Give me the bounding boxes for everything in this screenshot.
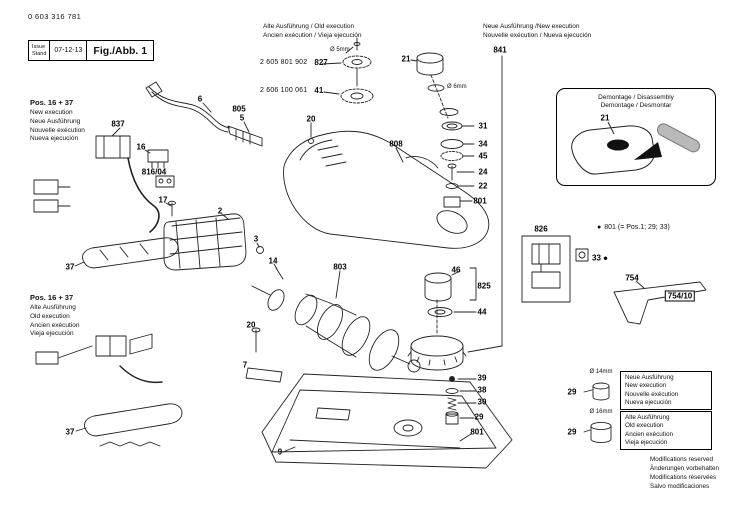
order-pos-callout: 827 [314, 58, 328, 67]
note-line: Alte Ausführung [30, 304, 76, 312]
note-line: Ancien exécution / Vieja ejecución [263, 31, 362, 39]
bullet-icon: ● [597, 224, 602, 231]
document-part-number: 0 603 316 781 [28, 12, 82, 21]
disassembly-box: Demontage / Disassembly Demontage / Desm… [556, 88, 716, 186]
order-number: 2 606 100 061 [260, 87, 308, 94]
footer-line: Modifications reserved [650, 456, 713, 463]
note-line: Nouvelle exécution [30, 126, 85, 134]
pos-title: Pos. 16 + 37 [30, 98, 74, 107]
note-line: Ancien exécution [30, 321, 80, 329]
brush-plate-top-drawing [74, 237, 179, 269]
pos-title: Pos. 16 + 37 [30, 293, 74, 302]
note-line: Ancien exécution [625, 430, 673, 438]
footer-line: Modifications réservées [650, 473, 717, 481]
stand-label: Stand [32, 50, 47, 57]
footer-note: Modifications reserved Änderungen vorbeh… [650, 456, 719, 492]
part-callout: 29 [567, 427, 577, 437]
issue-date: 07-12-13 [50, 41, 88, 60]
note-line: Vieja ejecución [30, 330, 74, 338]
note-line: Old execution [625, 422, 664, 430]
base-plate-drawing [261, 373, 513, 469]
note-line: Nueva ejecución [30, 135, 79, 143]
note-line: Alte Ausführung / Old execution [263, 23, 355, 30]
top-gears-drawing [321, 37, 374, 104]
note-old-execution-top: Alte Ausführung / Old execution Ancien e… [263, 23, 362, 41]
order-number-row: 2 605 801 902 827 [260, 58, 328, 67]
armature-drawing [251, 242, 421, 373]
note-line: Demontage / Desmontar [600, 102, 672, 110]
order-pos-callout: 41 [314, 86, 324, 95]
part-callout: 21 [600, 113, 610, 123]
legend-new-execution: Neue Ausführung New execution Nouvelle e… [620, 371, 712, 411]
figure-label: Fig./Abb. 1 [93, 44, 148, 57]
note-new-execution-top: Neue Ausführung /New execution Nouvelle … [483, 23, 591, 41]
order-number: 2 605 801 902 [260, 59, 308, 66]
reference-note-text: 801 (= Pos.1; 29; 33) [604, 224, 670, 231]
note-line: Neue Ausführung [30, 117, 81, 125]
part-callout: 29 [567, 387, 577, 397]
note-line: Demontage / Disassembly [598, 94, 674, 101]
diameter-14mm-label: Ø 14mm [589, 369, 613, 375]
reference-note: ● 801 (= Pos.1; 29; 33) [597, 224, 670, 231]
bottom-small-parts-drawing [445, 376, 477, 442]
diameter-16mm-label: Ø 16mm [589, 409, 613, 415]
note-line: Neue Ausführung /New execution [483, 23, 580, 30]
note-left-old-execution: Pos. 16 + 37 Alte Ausführung Old executi… [30, 293, 80, 339]
connector-box-drawing [521, 235, 571, 303]
disassembly-art [571, 121, 701, 175]
note-line: Nouvelle exécution [625, 390, 679, 398]
stator-drawing [163, 213, 247, 271]
leader-lines-top [111, 102, 404, 220]
leader-841 [467, 55, 503, 353]
note-line: Vieja ejecución [625, 438, 668, 446]
lever-bar-drawing [613, 280, 707, 325]
bevel-gear-drawing [407, 267, 477, 371]
legend-rollers-drawing [583, 382, 612, 444]
legend-old-execution: Alte Ausführung Old execution Ancien exé… [620, 411, 712, 451]
footer-line: Änderungen vorbehalten [650, 464, 719, 472]
small-parts-column-drawing [410, 52, 475, 208]
part-33-drawing [575, 248, 589, 262]
note-line: Neue Ausführung [625, 374, 674, 381]
note-line: Nouvelle exécution / Nueva ejecución [483, 31, 592, 39]
footer-line: Salvo modificaciones [650, 482, 710, 490]
diameter-5mm-label: Ø 5mm [330, 47, 350, 53]
brush-plate-bottom-drawing [75, 403, 183, 447]
note-line: New execution [625, 382, 667, 390]
power-cord-drawing [145, 81, 263, 147]
switch-cluster-new-drawing [33, 135, 176, 233]
diameter-6mm-label: Ø 6mm [447, 84, 467, 90]
upper-housing-drawing [283, 130, 490, 249]
note-line: Old execution [30, 312, 70, 320]
issue-stand-labels: Issue Stand [29, 41, 51, 60]
issue-label: Issue [32, 43, 46, 50]
order-number-row: 2 606 100 061 41 [260, 86, 323, 95]
issue-stamp: Issue Stand 07-12-13 Fig./Abb. 1 [28, 40, 155, 61]
note-line: Alte Ausführung [625, 414, 670, 421]
note-line: New execution [30, 109, 73, 117]
note-line: Nueva ejecución [625, 398, 672, 406]
note-left-new-execution: Pos. 16 + 37 New execution Neue Ausführu… [30, 98, 85, 144]
switch-cluster-old-drawing [35, 327, 283, 384]
